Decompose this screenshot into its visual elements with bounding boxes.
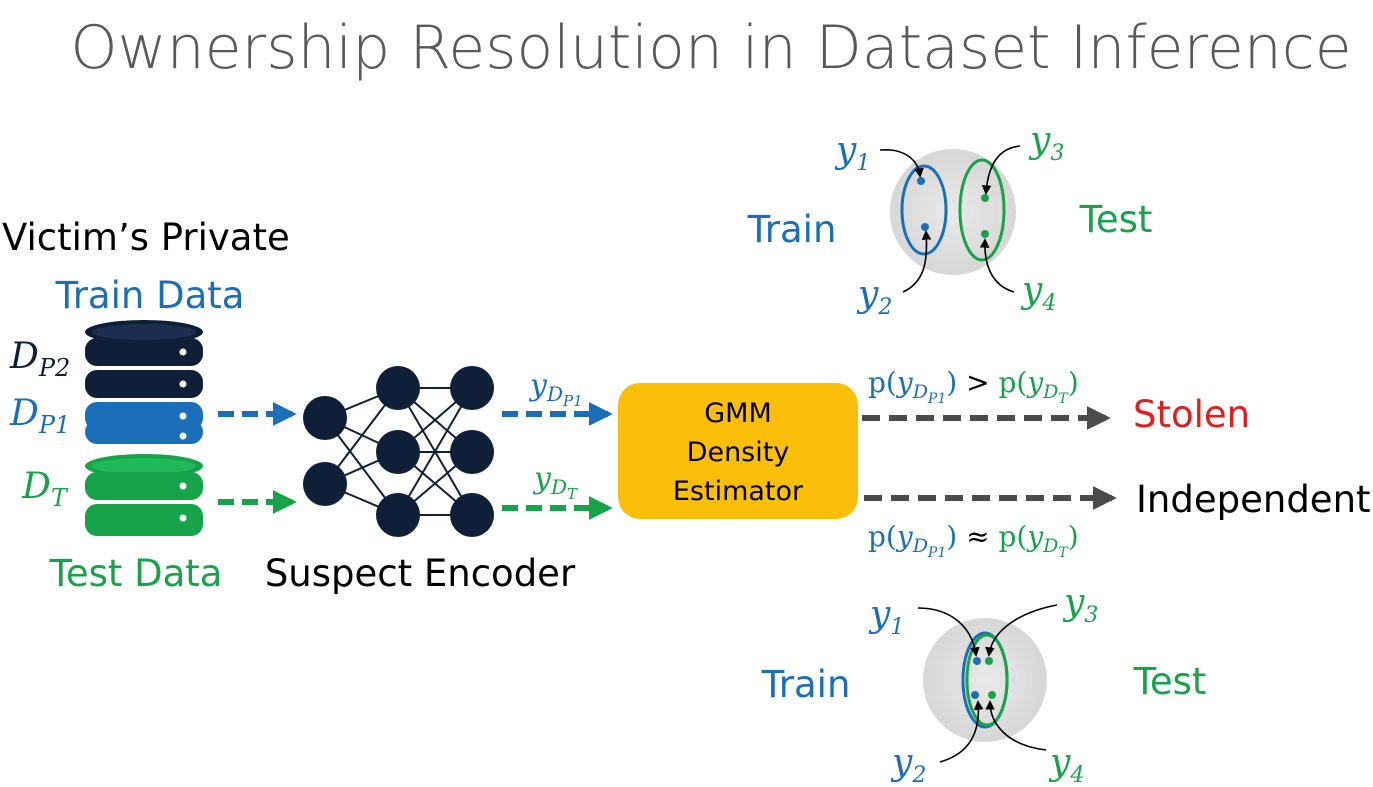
bottom-train-label: Train (761, 663, 851, 706)
bottom-y1-label: y1 (868, 594, 904, 640)
independent-condition: p(yDP1) ≈ p(yDT) (868, 520, 1079, 561)
top-y1-label: y1 (834, 130, 870, 176)
victim-private-label: Victim’s Private (2, 216, 290, 259)
dp2-symbol: DP2 (9, 336, 70, 382)
bottom-y3-label: y3 (1062, 582, 1098, 628)
top-y2-label: y2 (856, 274, 892, 320)
gmm-density-estimator-box (618, 383, 858, 519)
bottom-y2-label: y2 (890, 742, 926, 787)
page-title: Ownership Resolution in Dataset Inferenc… (70, 13, 1351, 83)
y-dp1-label: yDP1 (528, 368, 583, 410)
stolen-condition: p(yDP1) > p(yDT) (868, 366, 1079, 407)
y-dt-label: yDT (532, 461, 578, 503)
independent-label: Independent (1136, 478, 1371, 521)
suspect-encoder-label: Suspect Encoder (265, 552, 576, 595)
bottom-cluster-overlapping (917, 604, 1058, 763)
gmm-line-1: GMM (704, 398, 772, 429)
stolen-label: Stolen (1133, 393, 1250, 436)
top-test-label: Test (1079, 198, 1153, 241)
top-cluster-separated (879, 145, 1021, 293)
gmm-line-3: Estimator (673, 476, 804, 507)
private-train-database-icon (85, 320, 203, 444)
train-data-label: Train Data (55, 274, 245, 317)
suspect-encoder-network-icon (303, 366, 494, 537)
top-y3-label: y3 (1028, 120, 1064, 166)
bottom-test-label: Test (1133, 660, 1207, 703)
test-data-label: Test Data (49, 552, 223, 595)
dp1-symbol: DP1 (9, 393, 70, 439)
bottom-y4-label: y4 (1048, 742, 1084, 787)
test-database-icon (85, 454, 203, 536)
gmm-line-2: Density (687, 437, 790, 468)
dt-symbol: DT (21, 466, 69, 512)
top-y4-label: y4 (1020, 270, 1056, 316)
top-train-label: Train (747, 208, 837, 251)
